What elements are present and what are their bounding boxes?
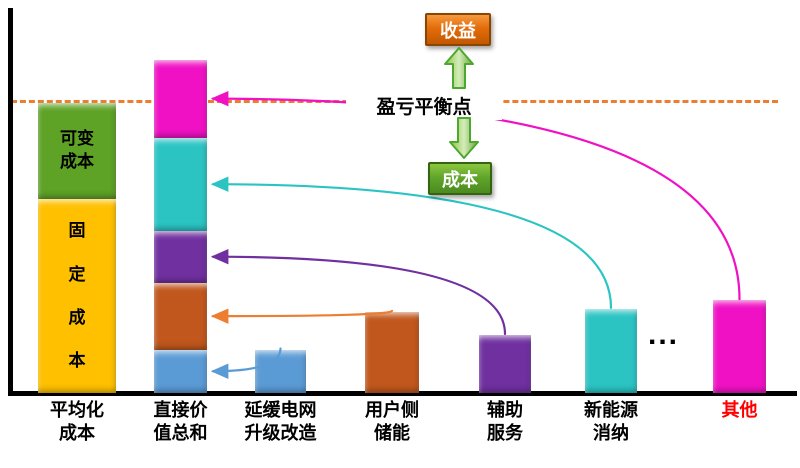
bar-direct-value-sum — [154, 59, 207, 393]
bar-levelized-cost: 固定成本可变成本 — [38, 103, 116, 393]
axis-label-user-side-storage: 用户侧储能 — [365, 400, 419, 443]
segment-grid-upgrade-deferral — [154, 349, 207, 393]
segment-other — [713, 300, 766, 393]
segment-user-side-storage — [154, 282, 207, 350]
segment-label-fixed-cost: 固定成本 — [68, 221, 86, 371]
cost-label: 成本 — [442, 169, 478, 190]
y-axis — [8, 8, 13, 396]
breakeven-label: 盈亏平衡点 — [346, 91, 502, 120]
bar-grid-upgrade-deferral — [255, 349, 306, 393]
bar-renewable-integration — [585, 308, 637, 393]
revenue-box: 收益 — [425, 13, 491, 46]
segment-label-variable-cost: 可变成本 — [60, 128, 94, 171]
segment-other — [154, 59, 207, 138]
cost-box: 成本 — [428, 162, 492, 195]
segment-renewable-integration — [585, 308, 637, 393]
bar-ancillary-services — [479, 335, 531, 393]
axis-label-levelized-cost: 平均化成本 — [50, 400, 104, 443]
segment-grid-upgrade-deferral — [255, 349, 306, 393]
arrow-down-icon — [449, 117, 479, 159]
arrow-up-icon — [444, 47, 474, 89]
axis-label-other: 其他 — [721, 400, 758, 420]
segment-renewable-integration — [154, 137, 207, 231]
segment-user-side-storage — [365, 311, 419, 393]
bar-other — [713, 300, 766, 393]
axis-label-ancillary-services: 辅助服务 — [487, 400, 523, 443]
segment-ancillary-services — [154, 230, 207, 283]
axis-label-direct-value-sum: 直接价值总和 — [153, 400, 208, 443]
segment-variable-cost: 可变成本 — [38, 103, 116, 199]
bar-user-side-storage — [365, 311, 419, 393]
axis-label-grid-upgrade-deferral: 延缓电网升级改造 — [244, 400, 317, 443]
axis-label-renewable-integration: 新能源消纳 — [584, 400, 638, 443]
revenue-label: 收益 — [440, 20, 476, 41]
ellipsis-label: ... — [648, 318, 680, 351]
segment-fixed-cost: 固定成本 — [38, 198, 116, 393]
segment-ancillary-services — [479, 335, 531, 393]
x-axis — [8, 391, 797, 396]
